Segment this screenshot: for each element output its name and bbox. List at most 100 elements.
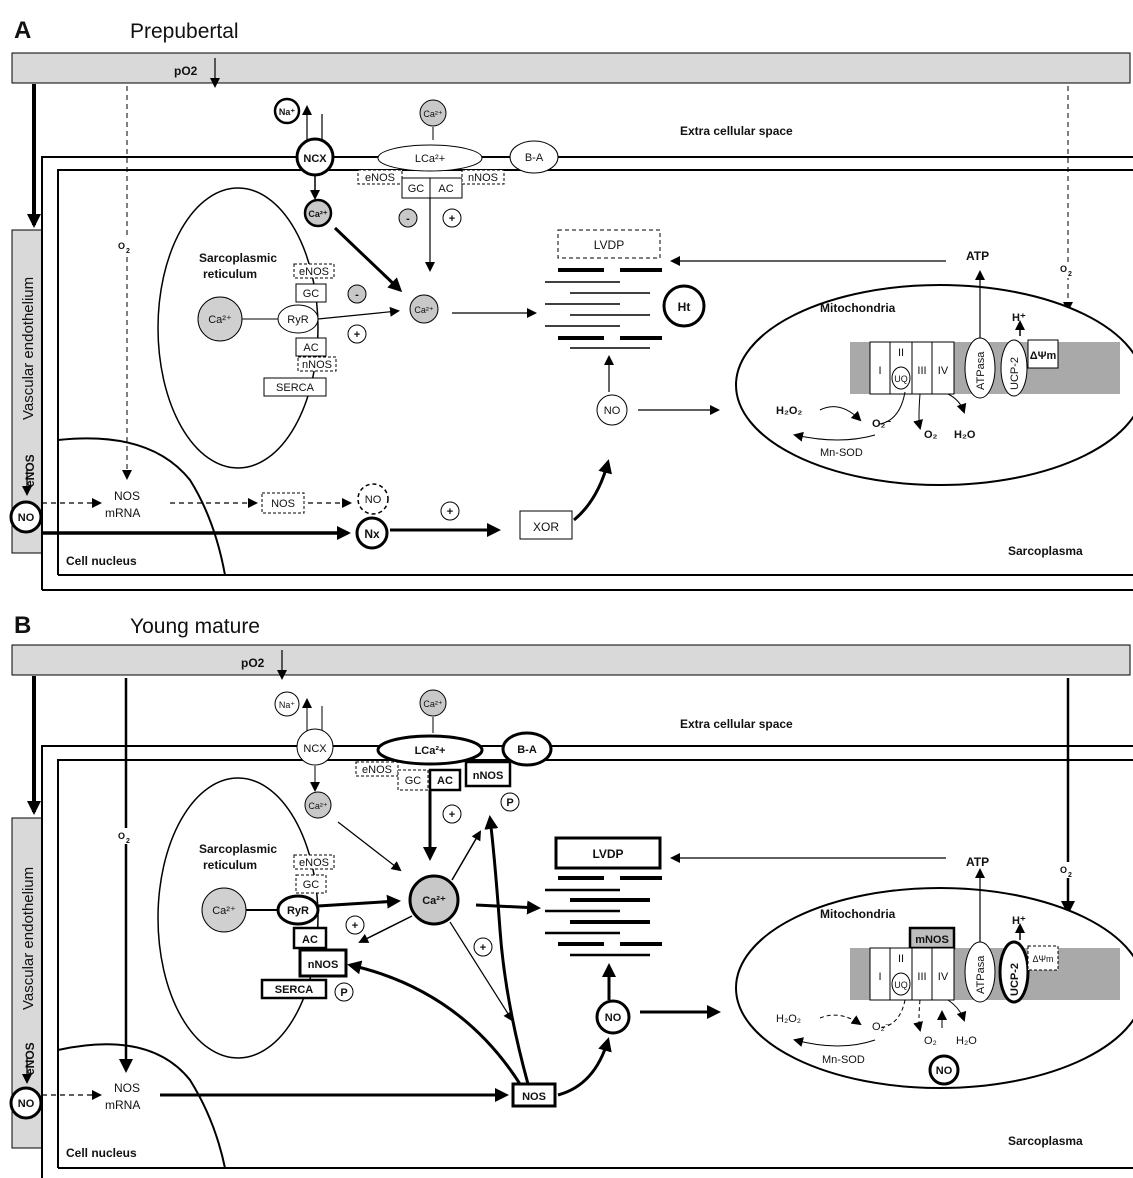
sarcomere <box>545 270 662 348</box>
svg-text:NOS: NOS <box>522 1091 546 1103</box>
svg-text:Mitochondria: Mitochondria <box>820 301 896 315</box>
svg-text:mNOS: mNOS <box>915 934 949 946</box>
po2-label: pO2 <box>174 64 198 78</box>
svg-text:pO2: pO2 <box>241 656 265 670</box>
svg-text:SERCA: SERCA <box>276 382 315 394</box>
svg-text:III: III <box>917 971 926 983</box>
svg-text:ATPasa: ATPasa <box>975 955 987 994</box>
svg-text:Cell nucleus: Cell nucleus <box>66 1146 137 1160</box>
panel-a-title: Prepubertal <box>130 20 239 43</box>
enos-vertical: eNOS <box>23 454 37 487</box>
svg-text:IV: IV <box>938 971 949 983</box>
extracellular-label: Extra cellular space <box>680 124 793 138</box>
svg-text:nNOS: nNOS <box>302 359 332 371</box>
svg-text:O: O <box>118 831 125 841</box>
svg-text:Ht: Ht <box>678 300 691 314</box>
svg-text:2: 2 <box>126 838 130 845</box>
svg-text:Mn-SOD: Mn-SOD <box>822 1054 865 1066</box>
svg-text:Ca²⁺: Ca²⁺ <box>212 905 236 917</box>
svg-text:Ca²⁺: Ca²⁺ <box>423 699 443 709</box>
svg-text:O₂: O₂ <box>924 1035 937 1047</box>
svg-text:2: 2 <box>1068 271 1072 278</box>
svg-text:AC: AC <box>437 775 453 787</box>
svg-text:LVDP: LVDP <box>594 238 624 252</box>
svg-text:nNOS: nNOS <box>473 770 504 782</box>
svg-text:Vascular endothelium: Vascular endothelium <box>20 867 37 1010</box>
svg-text:reticulum: reticulum <box>203 267 257 281</box>
svg-text:+: + <box>447 506 453 518</box>
svg-text:ATP: ATP <box>966 249 989 263</box>
svg-text:-: - <box>355 289 359 301</box>
svg-text:O₂: O₂ <box>924 429 938 441</box>
svg-text:Ca²⁺: Ca²⁺ <box>308 209 328 219</box>
svg-text:NCX: NCX <box>303 743 327 755</box>
svg-text:H₂O₂: H₂O₂ <box>776 405 802 417</box>
svg-text:NO: NO <box>605 1012 622 1024</box>
svg-text:H₂O: H₂O <box>954 429 976 441</box>
svg-text:Extra cellular space: Extra cellular space <box>680 717 793 731</box>
svg-text:reticulum: reticulum <box>203 858 257 872</box>
svg-text:II: II <box>898 953 904 965</box>
svg-text:ΔΨm: ΔΨm <box>1032 954 1053 964</box>
svg-text:AC: AC <box>303 342 318 354</box>
svg-text:+: + <box>352 920 358 932</box>
svg-text:Na⁺: Na⁺ <box>279 107 296 117</box>
svg-text:GC: GC <box>405 775 422 787</box>
svg-text:NO: NO <box>18 1098 35 1110</box>
svg-text:H⁺: H⁺ <box>1012 915 1026 927</box>
svg-text:Ca²⁺: Ca²⁺ <box>423 109 443 119</box>
svg-text:Ca²⁺: Ca²⁺ <box>422 895 446 907</box>
svg-text:AC: AC <box>438 183 453 195</box>
svg-text:Mitochondria: Mitochondria <box>820 907 896 921</box>
svg-text:NCX: NCX <box>303 153 327 165</box>
svg-text:IV: IV <box>938 365 949 377</box>
svg-text:NO: NO <box>604 405 621 417</box>
svg-text:Mn-SOD: Mn-SOD <box>820 447 863 459</box>
svg-text:Sarcoplasmic: Sarcoplasmic <box>199 842 277 856</box>
svg-text:Nx: Nx <box>364 527 380 541</box>
svg-text:O: O <box>1060 264 1067 274</box>
svg-text:+: + <box>480 942 486 954</box>
vessel-bar-b <box>12 645 1130 675</box>
svg-text:Cell nucleus: Cell nucleus <box>66 554 137 568</box>
svg-text:ATP: ATP <box>966 855 989 869</box>
panel-b-title: Young mature <box>130 615 260 638</box>
svg-text:GC: GC <box>303 879 320 891</box>
svg-text:eNOS: eNOS <box>23 1042 37 1075</box>
svg-text:UQ: UQ <box>894 374 908 384</box>
svg-text:B-A: B-A <box>517 744 537 756</box>
svg-text:NO: NO <box>365 494 382 506</box>
svg-text:O: O <box>118 241 125 251</box>
svg-text:Ca²⁺: Ca²⁺ <box>414 305 434 315</box>
svg-text:O₂⁻: O₂⁻ <box>872 1021 891 1033</box>
svg-text:RyR: RyR <box>287 314 308 326</box>
svg-text:+: + <box>449 213 455 225</box>
svg-text:mRNA: mRNA <box>105 506 140 520</box>
svg-text:GC: GC <box>408 183 425 195</box>
svg-text:UCP-2: UCP-2 <box>1009 357 1021 390</box>
svg-text:LCa²+: LCa²+ <box>415 745 446 757</box>
svg-text:nNOS: nNOS <box>468 172 498 184</box>
svg-text:eNOS: eNOS <box>365 172 395 184</box>
svg-text:eNOS: eNOS <box>362 764 392 776</box>
svg-text:NOS: NOS <box>114 1081 140 1095</box>
svg-text:mRNA: mRNA <box>105 1098 140 1112</box>
svg-text:UQ: UQ <box>894 980 908 990</box>
svg-text:H₂O: H₂O <box>956 1035 977 1047</box>
svg-text:NOS: NOS <box>114 489 140 503</box>
svg-text:P: P <box>506 797 513 809</box>
svg-text:LVDP: LVDP <box>592 847 623 861</box>
svg-text:LCa²+: LCa²+ <box>415 153 445 165</box>
svg-text:XOR: XOR <box>533 520 559 534</box>
svg-text:RyR: RyR <box>287 905 309 917</box>
svg-text:2: 2 <box>126 248 130 255</box>
svg-text:NO: NO <box>936 1065 953 1077</box>
svg-text:Na⁺: Na⁺ <box>279 700 296 710</box>
svg-text:II: II <box>898 347 904 359</box>
svg-text:ATPasa: ATPasa <box>975 351 987 390</box>
svg-text:-: - <box>406 213 410 225</box>
svg-text:+: + <box>354 329 360 341</box>
svg-text:UCP-2: UCP-2 <box>1009 963 1021 996</box>
svg-text:Sarcoplasma: Sarcoplasma <box>1008 544 1083 558</box>
panel-b: B Young mature pO2 Vascular endothelium … <box>11 612 1133 1178</box>
